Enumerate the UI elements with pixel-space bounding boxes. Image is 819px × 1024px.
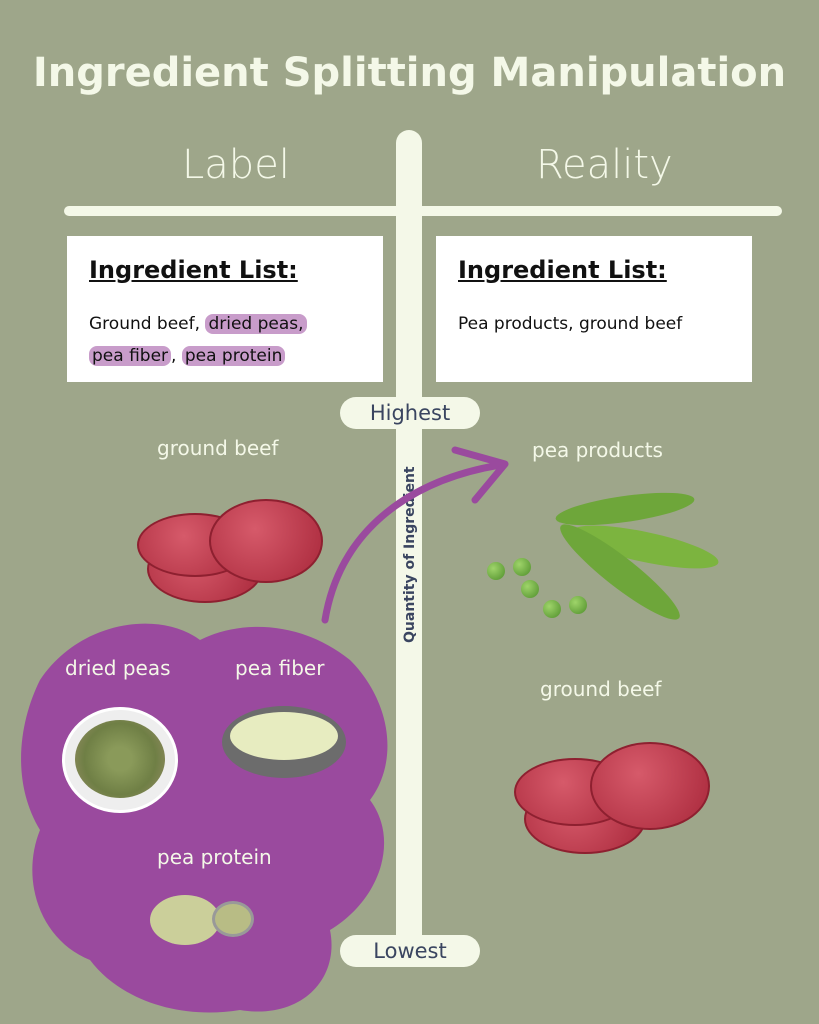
separator: , bbox=[171, 346, 182, 366]
reality-ingredient-heading: Ingredient List: bbox=[458, 256, 667, 284]
pea-products-label: pea products bbox=[532, 438, 663, 462]
left-beef-label: ground beef bbox=[157, 436, 279, 460]
ground-beef-image bbox=[135, 495, 325, 605]
pea-fiber-label: pea fiber bbox=[235, 656, 325, 680]
axis-lowest-label: Lowest bbox=[340, 935, 480, 967]
pea-fiber-image bbox=[222, 706, 346, 778]
ingredient-pea-fiber: pea fiber bbox=[89, 346, 172, 366]
horizontal-divider bbox=[64, 206, 782, 216]
pea-ingredients-blob bbox=[21, 623, 388, 1013]
ingredient-ground-beef: Ground beef, bbox=[89, 314, 206, 334]
label-ingredient-heading: Ingredient List: bbox=[89, 256, 298, 284]
pea-pods-image bbox=[485, 486, 722, 630]
dried-peas-label: dried peas bbox=[65, 656, 171, 680]
quantity-axis bbox=[396, 130, 422, 960]
pea-protein-label: pea protein bbox=[157, 845, 272, 869]
ingredient-dried-peas: dried peas, bbox=[205, 314, 307, 334]
reality-ingredient-box: Ingredient List: Pea products, ground be… bbox=[436, 236, 752, 382]
arrow-icon bbox=[321, 446, 509, 624]
label-ingredient-box: Ingredient List: Ground beef, dried peas… bbox=[67, 236, 383, 382]
axis-highest-label: Highest bbox=[340, 397, 480, 429]
reality-ingredient-text: Pea products, ground beef bbox=[458, 314, 683, 334]
page-title: Ingredient Splitting Manipulation bbox=[32, 50, 787, 96]
dried-peas-image bbox=[62, 707, 178, 813]
reality-column-heading: Reality bbox=[536, 142, 673, 188]
ingredient-pea-protein: pea protein bbox=[181, 346, 286, 366]
pea-protein-image bbox=[150, 885, 260, 955]
right-beef-label: ground beef bbox=[540, 677, 662, 701]
label-column-heading: Label bbox=[182, 142, 290, 188]
ground-beef-image-right bbox=[512, 740, 712, 855]
